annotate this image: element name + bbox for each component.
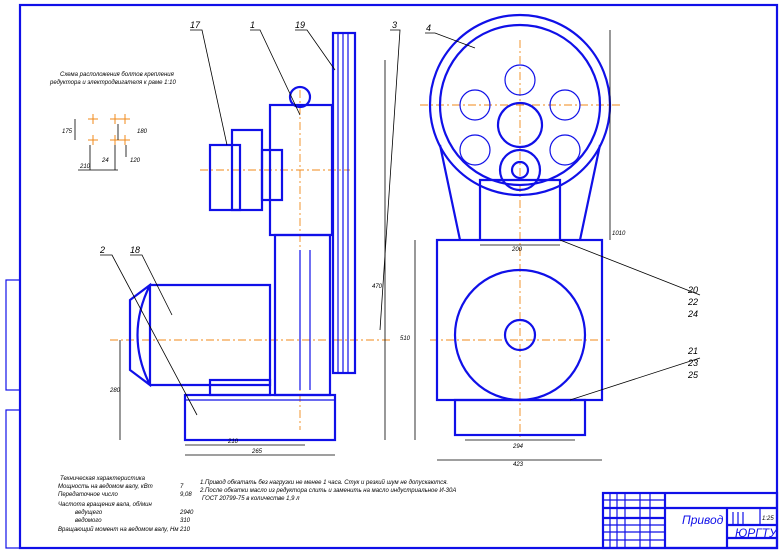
side-view: 210 265 280 470 — [109, 31, 390, 456]
note-1: 1.Привод обкатать без нагрузки не менее … — [200, 479, 448, 486]
scheme-dim-175: 175 — [62, 129, 73, 135]
pos-24: 24 — [687, 309, 698, 319]
side-stamp-lower — [5, 409, 21, 549]
scheme-dim-210: 210 — [79, 164, 91, 170]
pos-22: 22 — [687, 297, 698, 307]
note-3: ГОСТ 20799-75 в количестве 1,9 л — [202, 496, 300, 502]
spec-label: ведущего — [75, 510, 103, 516]
scheme-dim-24: 24 — [101, 158, 109, 164]
pos-21: 21 — [687, 346, 698, 356]
pos-1: 1 — [250, 20, 255, 30]
pos-2: 2 — [99, 245, 105, 255]
pos-4: 4 — [426, 23, 431, 33]
spec-label: Мощность на ведомом валу, кВт — [58, 484, 153, 490]
dim-210: 210 — [227, 439, 239, 445]
notes: 1.Привод обкатать без нагрузки не менее … — [199, 479, 456, 502]
spec-label: ведомого — [75, 518, 102, 524]
spec-value: 310 — [180, 518, 191, 524]
specs-title: Техническая характеристика — [60, 476, 146, 482]
scheme-title-2: редуктора и электродвигателя к раме 1:10 — [49, 80, 176, 86]
spec-value: 7 — [180, 484, 184, 490]
pos-23: 23 — [687, 358, 698, 368]
spec-value: 9,08 — [180, 492, 192, 498]
spec-value: 2940 — [179, 510, 194, 516]
spec-label: Передаточное число — [58, 492, 119, 498]
front-view: 200 294 423 510 1010 — [400, 13, 626, 468]
organization: ЮРГТУ — [735, 526, 778, 540]
dim-423: 423 — [513, 462, 524, 468]
pos-3: 3 — [392, 20, 397, 30]
spec-value: 210 — [179, 527, 191, 533]
dim-294: 294 — [512, 444, 524, 450]
pos-18: 18 — [130, 245, 140, 255]
pos-25: 25 — [687, 370, 699, 380]
dim-510: 510 — [400, 336, 411, 342]
side-stamp — [5, 279, 21, 391]
dim-1010: 1010 — [612, 231, 626, 237]
scheme-dim-120: 120 — [130, 158, 141, 164]
pos-19: 19 — [295, 20, 305, 30]
scheme-title-1: Схема расположения болтов крепления — [60, 72, 175, 78]
spec-label: Вращающий момент на ведомом валу, Нм — [58, 526, 178, 533]
dim-280: 280 — [109, 388, 121, 394]
technical-specs: Техническая характеристика Мощность на в… — [58, 476, 194, 533]
note-2: 2.После обкатки масло из редуктора слить… — [199, 488, 456, 494]
scheme-dim-180: 180 — [137, 129, 148, 135]
drawing-name: Привод — [682, 513, 724, 527]
dim-265: 265 — [251, 449, 263, 455]
spec-label: Частота вращения вала, об/мин — [58, 502, 152, 508]
pos-20: 20 — [687, 285, 698, 295]
dim-200: 200 — [511, 247, 523, 253]
sheet-frame — [18, 3, 779, 550]
pos-17: 17 — [190, 20, 201, 30]
title-block: Привод ЮРГТУ 1:25 — [601, 491, 778, 550]
scale: 1:25 — [762, 516, 774, 522]
dim-470: 470 — [372, 284, 383, 290]
bolt-scheme: Схема расположения болтов крепления реду… — [49, 72, 176, 171]
